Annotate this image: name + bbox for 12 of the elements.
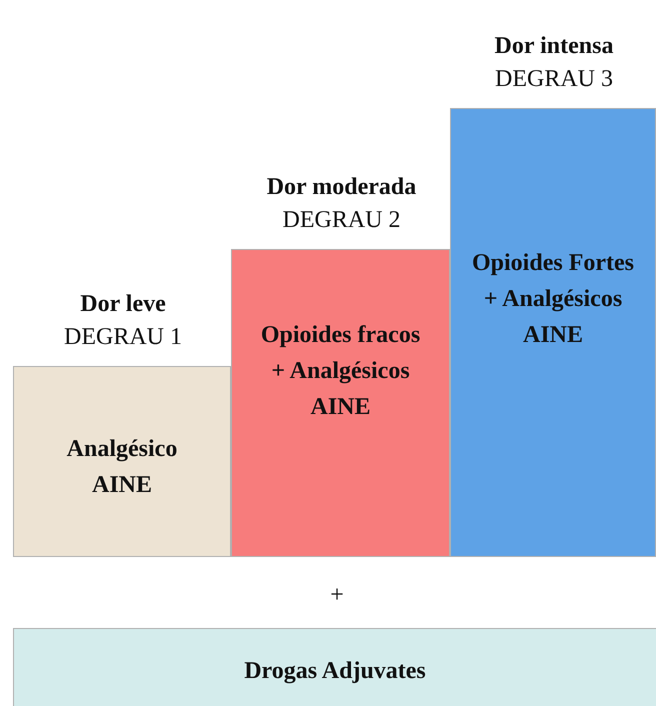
step-heading: Dor moderada xyxy=(266,173,416,202)
step-heading: Dor intensa xyxy=(494,32,614,61)
step-level: DEGRAU 1 xyxy=(64,323,182,352)
step-level: DEGRAU 3 xyxy=(495,65,613,94)
adjuvant-box xyxy=(13,628,656,706)
step-text: Opioides Fortes + Analgésicos AINE xyxy=(471,249,635,350)
step-level: DEGRAU 2 xyxy=(282,206,400,235)
adjuvant-text: Drogas Adjuvates xyxy=(244,657,426,686)
step-heading: Dor leve xyxy=(80,290,166,319)
step-text: Analgésico AINE xyxy=(66,434,178,500)
plus-sign: + xyxy=(329,581,345,610)
step-text: Opioides fracos + Analgésicos AINE xyxy=(260,321,422,422)
